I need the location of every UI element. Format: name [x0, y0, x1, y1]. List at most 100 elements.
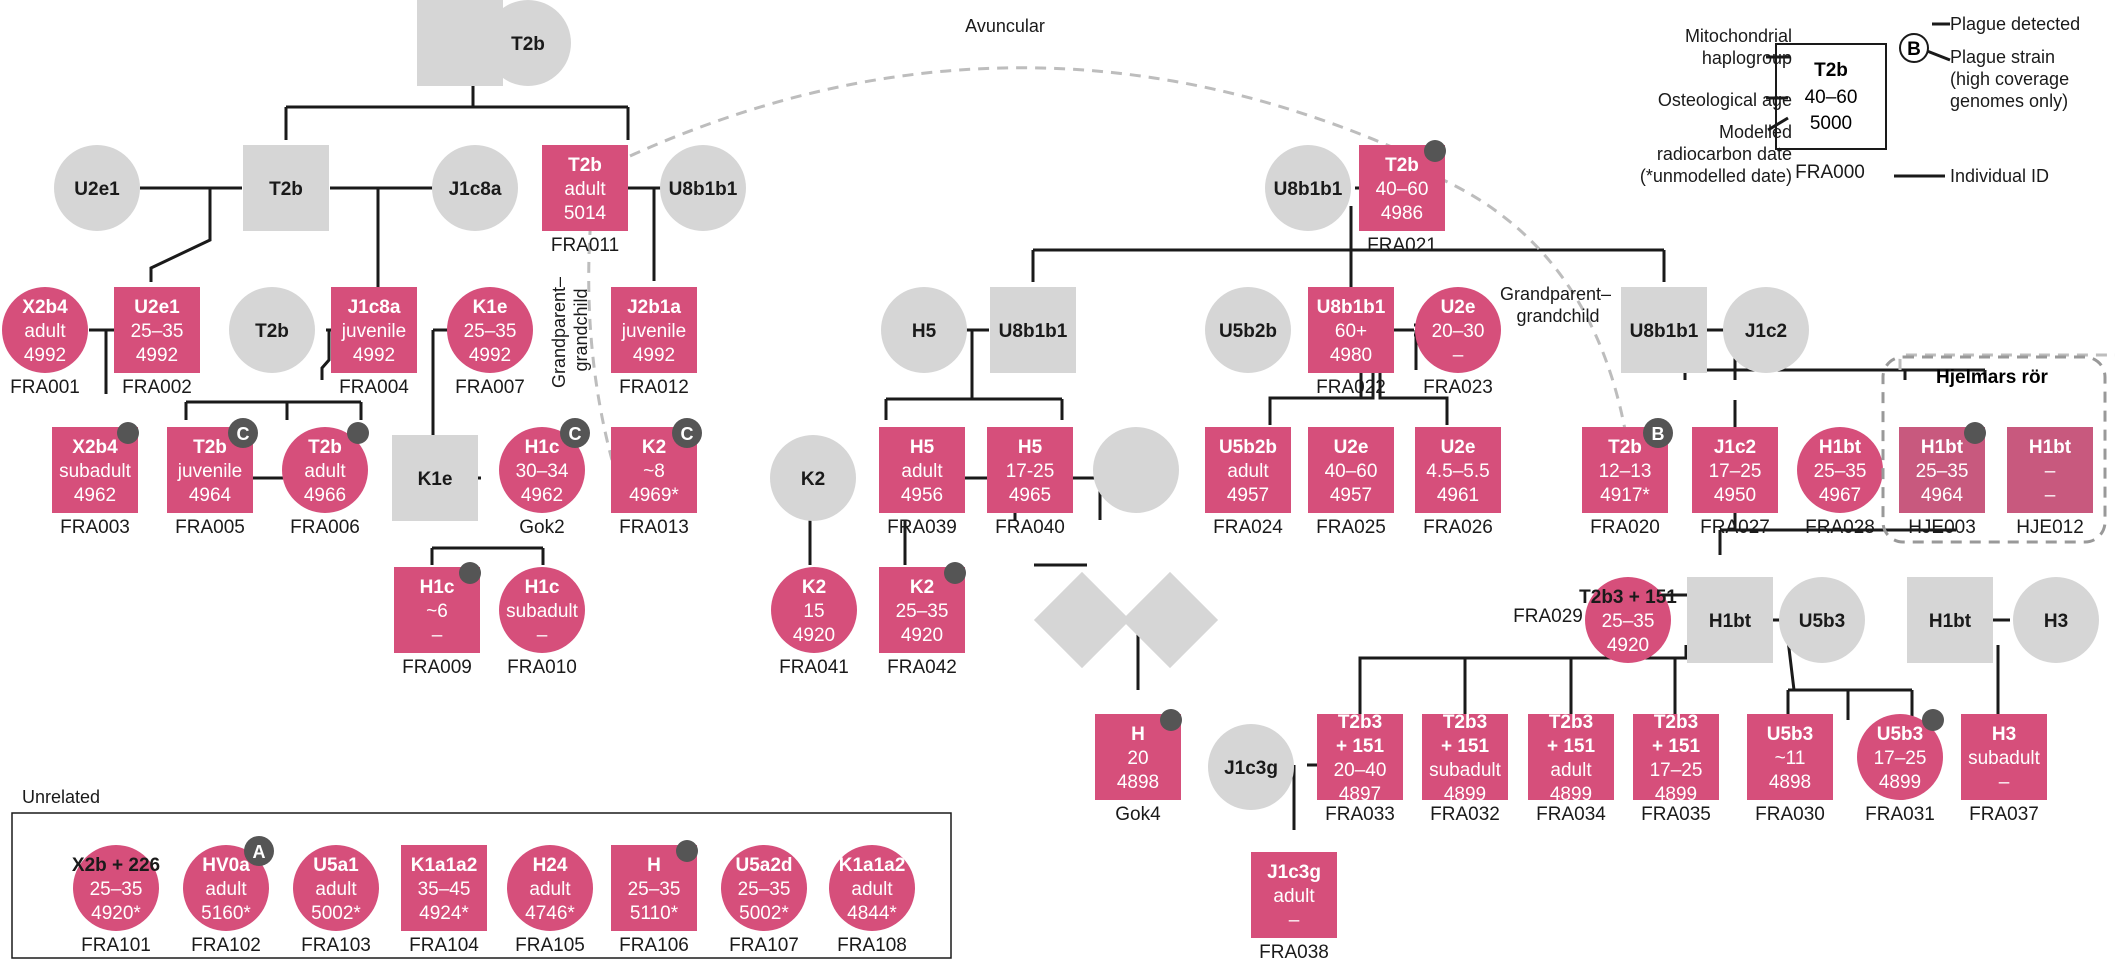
square-symbol: [1907, 577, 1993, 663]
haplogroup-label: X2b + 226: [72, 855, 160, 876]
square-symbol: [243, 145, 329, 231]
individual-p16: [1093, 427, 1179, 513]
circle-symbol: [1208, 724, 1294, 810]
age-label: adult: [901, 461, 943, 482]
square-symbol: [987, 427, 1073, 513]
individual-id-label: FRA023: [1423, 377, 1493, 398]
age-label: adult: [304, 461, 346, 482]
individual-id-label: FRA007: [455, 377, 525, 398]
legend-radio-text-line: (*unmodelled date): [1640, 166, 1792, 186]
square-symbol: [542, 145, 628, 231]
age-label: 25–35: [464, 321, 517, 342]
square-symbol: [1687, 577, 1773, 663]
haplogroup-label: U5b3: [1877, 724, 1923, 745]
haplogroup-label: T2b3: [1654, 712, 1698, 733]
square-symbol: [1308, 287, 1394, 373]
age-label: adult: [851, 879, 893, 900]
individual-id-label: FRA041: [779, 657, 849, 678]
individual-id-label: FRA102: [191, 935, 261, 956]
legend-osteo: Osteological age: [1658, 90, 1792, 110]
age-label: adult: [1227, 461, 1269, 482]
legend-example-id: FRA000: [1795, 162, 1865, 183]
age-label: 12–13: [1599, 461, 1652, 482]
age-label: 4.5–5.5: [1426, 461, 1489, 482]
date-label: 4966: [304, 485, 346, 506]
date-label: 4924*: [419, 903, 469, 924]
plague-marker-icon: [1160, 709, 1182, 731]
date-label: –: [1999, 772, 2010, 793]
individual-id-label: HJE003: [1908, 517, 1976, 538]
square-symbol: [1747, 714, 1833, 800]
square-symbol: [392, 435, 478, 521]
individual-id-label: FRA035: [1641, 804, 1711, 825]
date-label: 4746*: [525, 903, 575, 924]
haplogroup-label: T2b: [511, 34, 545, 55]
circle-symbol: [660, 145, 746, 231]
square-symbol: [1961, 714, 2047, 800]
haplogroup-label: U8b1b1: [999, 321, 1068, 342]
strain-letter: C: [237, 424, 250, 444]
age-label: ~8: [643, 461, 665, 482]
label-grandparent-right-text: Grandparent–: [1500, 284, 1611, 304]
date-label: 4957: [1330, 485, 1372, 506]
date-label: –: [2045, 485, 2056, 506]
square-symbol: [879, 427, 965, 513]
haplogroup-label: K1e: [473, 297, 508, 318]
square-symbol: [331, 287, 417, 373]
haplogroup-label: T2b3: [1338, 712, 1382, 733]
haplogroup-label: J1c2: [1745, 321, 1787, 342]
plague-marker-icon: [676, 840, 698, 862]
legend-plague-strain-text-line: (high coverage: [1950, 69, 2069, 89]
date-label: 4992: [633, 345, 675, 366]
haplogroup-label: K2: [910, 577, 934, 598]
date-label: 4920*: [91, 903, 141, 924]
individual-id-label: HJE012: [2016, 517, 2084, 538]
age-label: ~11: [1775, 748, 1806, 769]
circle-symbol: [447, 287, 533, 373]
individual-id-label: FRA033: [1325, 804, 1395, 825]
strain-marker-icon: [228, 418, 258, 448]
haplogroup-label: H: [1131, 724, 1145, 745]
circle-symbol: [432, 145, 518, 231]
circle-symbol: [499, 567, 585, 653]
age-label: adult: [315, 879, 357, 900]
date-label: 5014: [564, 203, 607, 224]
individual-id-label: FRA039: [887, 517, 957, 538]
individual-p19: H1bt: [1907, 577, 1993, 663]
circle-symbol: [499, 427, 585, 513]
date-label: 4917*: [1600, 485, 1650, 506]
haplogroup-label: K2: [642, 437, 666, 458]
individual-id-label: FRA022: [1316, 377, 1386, 398]
date-label: 4992: [24, 345, 66, 366]
haplogroup-label: H5: [1018, 437, 1043, 458]
label-grandparent-left-text: Grandparent–: [549, 277, 569, 388]
legend-radio-text: Modelled: [1719, 122, 1792, 142]
individual-fra009: H1c~6–FRA009: [394, 562, 481, 678]
age-label: 17–25: [1709, 461, 1762, 482]
age-label: adult: [1550, 760, 1592, 781]
age-label: adult: [24, 321, 66, 342]
date-label: 4964: [1921, 485, 1964, 506]
circle-symbol: [1205, 287, 1291, 373]
individual-id-label: FRA009: [402, 657, 472, 678]
haplogroup-label: H1c: [420, 577, 455, 598]
plague-marker-icon: [347, 422, 369, 444]
haplogroup-label: X2b4: [22, 297, 68, 318]
square-symbol: [1528, 714, 1614, 800]
individual-p4: T2b: [243, 145, 329, 231]
circle-symbol: [1723, 287, 1809, 373]
